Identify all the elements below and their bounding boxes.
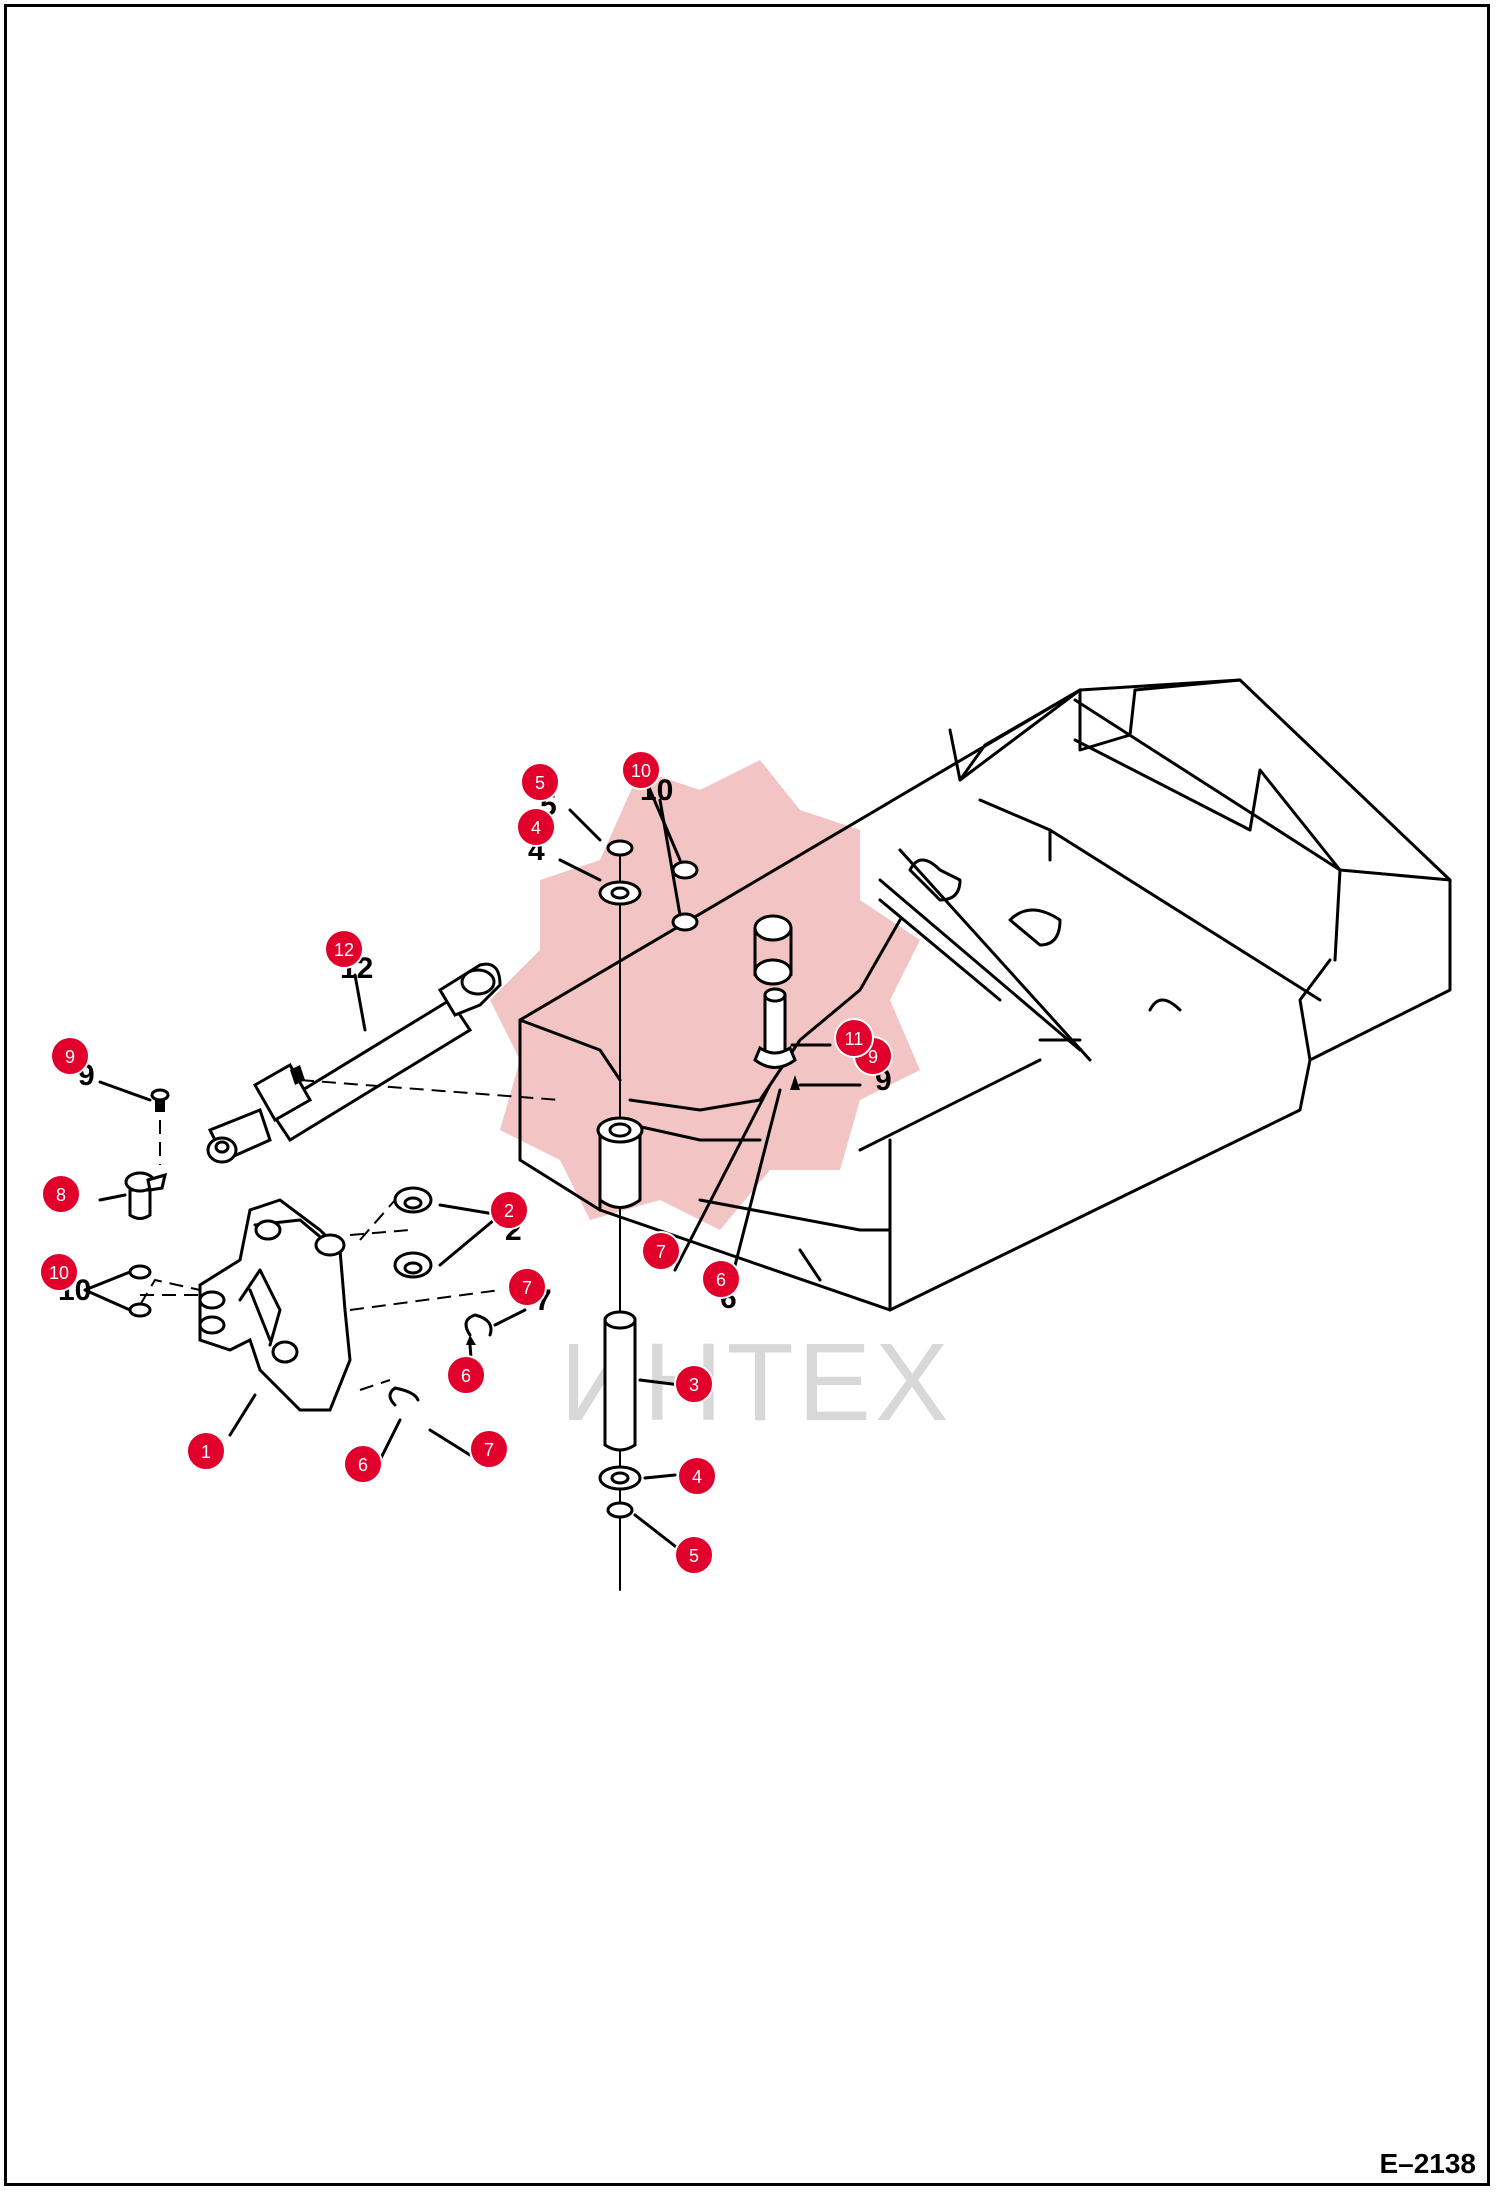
- callout-3[interactable]: 3: [674, 1364, 714, 1404]
- svg-text:6: 6: [461, 1366, 471, 1386]
- callout-4[interactable]: 4: [516, 807, 556, 847]
- svg-text:4: 4: [531, 818, 541, 838]
- svg-text:5: 5: [535, 773, 545, 793]
- vertical-pin: [596, 839, 644, 1591]
- svg-text:6: 6: [358, 1455, 368, 1475]
- svg-text:9: 9: [65, 1047, 75, 1067]
- upper-washers: [671, 860, 699, 932]
- callout-12[interactable]: 12: [324, 929, 364, 969]
- svg-text:10: 10: [49, 1263, 69, 1283]
- svg-text:3: 3: [689, 1375, 699, 1395]
- svg-text:7: 7: [522, 1278, 532, 1298]
- snap-rings: [388, 1313, 493, 1407]
- svg-text:10: 10: [631, 761, 651, 781]
- page-frame: [4, 4, 1490, 2186]
- callout-5[interactable]: 5: [674, 1535, 714, 1575]
- callout-8[interactable]: 8: [41, 1174, 81, 1214]
- pin-11: [753, 987, 800, 1090]
- watermark-logo: ИНТЕХ: [490, 760, 948, 1444]
- callout-7[interactable]: 7: [507, 1267, 547, 1307]
- pivot-boss: [753, 914, 793, 986]
- svg-text:12: 12: [334, 940, 354, 960]
- callout-6[interactable]: 6: [701, 1259, 741, 1299]
- svg-text:11: 11: [845, 1029, 864, 1049]
- svg-text:7: 7: [656, 1242, 666, 1262]
- svg-text:6: 6: [716, 1270, 726, 1290]
- callout-5[interactable]: 5: [520, 762, 560, 802]
- left-hardware: [124, 1088, 170, 1318]
- callout-7[interactable]: 7: [641, 1231, 681, 1271]
- callout-1[interactable]: 1: [186, 1431, 226, 1471]
- callout-6[interactable]: 6: [343, 1444, 383, 1484]
- svg-text:1: 1: [201, 1442, 211, 1462]
- leader-lines: [83, 788, 862, 1552]
- svg-text:5: 5: [689, 1546, 699, 1566]
- swing-cylinder: [206, 962, 561, 1164]
- callout-7[interactable]: 7: [469, 1429, 509, 1469]
- drawing-number: E–2138: [1379, 2148, 1476, 2179]
- callout-2[interactable]: 2: [489, 1190, 529, 1230]
- callouts: 1 2 3 4 4 5 5 6 6 6 7 7 7 8 9 9 10 10 11…: [39, 750, 893, 1575]
- callout-11[interactable]: 11: [834, 1018, 874, 1058]
- bushings-2: [359, 1186, 433, 1279]
- svg-text:4: 4: [692, 1467, 702, 1487]
- callout-4[interactable]: 4: [677, 1456, 717, 1496]
- svg-text:8: 8: [56, 1185, 66, 1205]
- callout-9[interactable]: 9: [50, 1036, 90, 1076]
- svg-text:2: 2: [504, 1201, 514, 1221]
- callout-6[interactable]: 6: [446, 1355, 486, 1395]
- svg-text:7: 7: [484, 1440, 494, 1460]
- callout-10[interactable]: 10: [39, 1252, 79, 1292]
- swing-bracket: [139, 1198, 501, 1412]
- svg-text:9: 9: [868, 1047, 878, 1067]
- callout-10[interactable]: 10: [621, 750, 661, 790]
